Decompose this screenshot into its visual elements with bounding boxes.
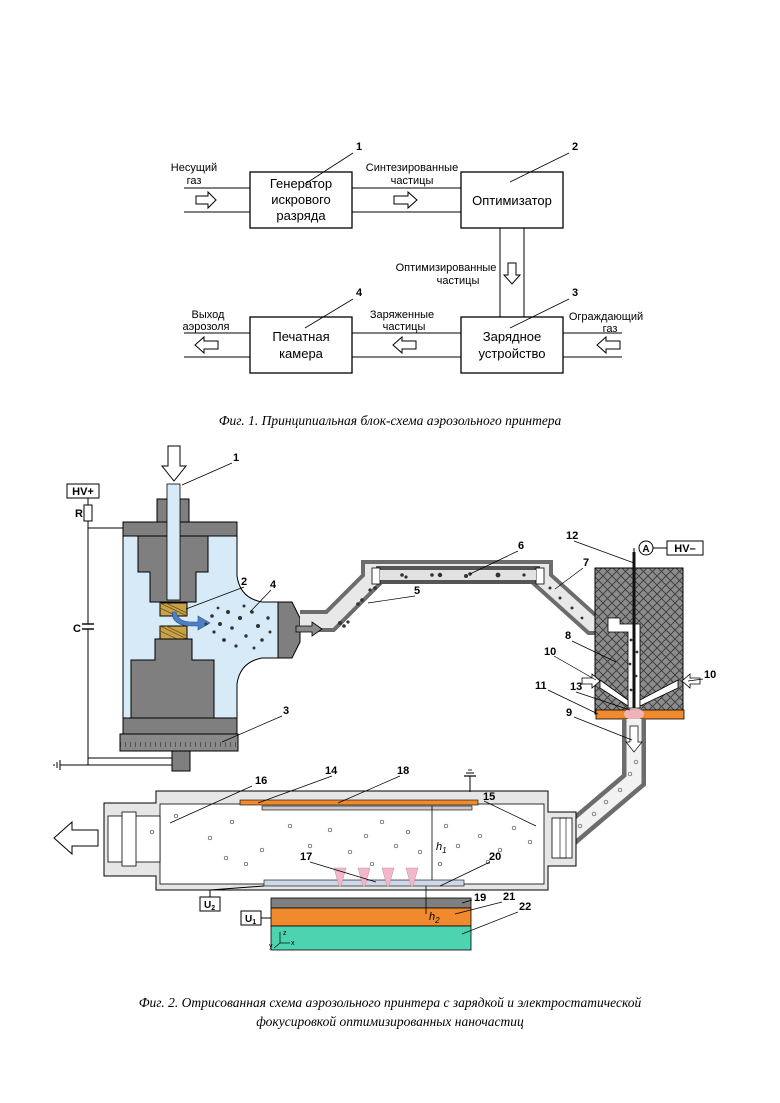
callout-7: 7 bbox=[583, 557, 589, 569]
label-aerosol-out-1: Выход bbox=[192, 309, 225, 321]
callout-6: 6 bbox=[518, 540, 524, 552]
block-charger-line1: Зарядное bbox=[483, 329, 541, 344]
label-optimized-2: частицы bbox=[437, 275, 480, 287]
block-1-number: 1 bbox=[356, 141, 362, 153]
stage-22 bbox=[271, 926, 471, 950]
callout-16: 16 bbox=[255, 775, 267, 787]
figure-2-caption-line1: Фиг. 2. Отрисованная схема аэрозольного … bbox=[139, 995, 642, 1010]
arrow-guard-gas bbox=[597, 337, 620, 353]
callout-14: 14 bbox=[325, 765, 338, 777]
block-charger-line2: устройство bbox=[479, 346, 546, 361]
optimizer-tube bbox=[296, 566, 632, 686]
figure-1-caption: Фиг. 1. Принципиальная блок-схема аэрозо… bbox=[219, 413, 562, 428]
label-charged-1: Заряженные bbox=[370, 309, 434, 321]
axis-z-label: z bbox=[283, 930, 287, 937]
callout-10b: 10 bbox=[704, 669, 716, 681]
guard-gas-arrow-right bbox=[682, 674, 700, 688]
arrow-optimized bbox=[504, 263, 520, 284]
block-print-chamber-line2: камера bbox=[279, 346, 324, 361]
corona-glow bbox=[624, 708, 644, 720]
substrate-19 bbox=[271, 898, 471, 908]
callout-12: 12 bbox=[566, 530, 578, 542]
spark-generator bbox=[120, 446, 300, 771]
callout-22: 22 bbox=[519, 901, 531, 913]
hv-plus-label: HV+ bbox=[72, 486, 94, 498]
micrometer-base bbox=[120, 734, 238, 751]
callout-3: 3 bbox=[283, 705, 289, 717]
callout-9: 9 bbox=[566, 707, 572, 719]
block-4-number: 4 bbox=[356, 287, 363, 299]
label-synthesized-1: Синтезированные bbox=[366, 162, 458, 174]
figure-2-caption-line2: фокусировкой оптимизированных наночастиц bbox=[256, 1014, 524, 1029]
label-guard-gas-2: газ bbox=[603, 323, 618, 335]
callout-2: 2 bbox=[241, 576, 247, 588]
label-guard-gas-1: Ограждающий bbox=[569, 311, 643, 323]
callout-11: 11 bbox=[535, 680, 547, 692]
block-spark-generator-line2: искрового bbox=[271, 192, 331, 207]
arrow-charged bbox=[393, 337, 416, 353]
block-spark-generator: Генератор искрового разряда 1 bbox=[250, 141, 362, 228]
gas-inlet-arrow bbox=[162, 446, 186, 481]
block-optimizer-line1: Оптимизатор bbox=[472, 193, 552, 208]
label-aerosol-out-2: аэрозоля bbox=[182, 321, 229, 333]
label-carrier-gas-2: газ bbox=[187, 175, 202, 187]
aerosol-exit-arrow bbox=[54, 822, 98, 854]
block-spark-generator-line3: разряда bbox=[276, 208, 326, 223]
callout-15: 15 bbox=[483, 791, 495, 803]
arrow-synthesized bbox=[394, 192, 417, 208]
callout-20: 20 bbox=[489, 851, 501, 863]
callout-10a: 10 bbox=[544, 646, 556, 658]
callout-13: 13 bbox=[570, 681, 582, 693]
callout-1: 1 bbox=[233, 452, 239, 464]
block-2-number: 2 bbox=[572, 141, 578, 153]
callout-8: 8 bbox=[565, 630, 571, 642]
callout-19: 19 bbox=[474, 892, 486, 904]
callout-4: 4 bbox=[270, 579, 277, 591]
heater-21 bbox=[271, 908, 471, 926]
label-synthesized-2: частицы bbox=[391, 175, 434, 187]
block-optimizer: Оптимизатор 2 bbox=[461, 141, 578, 228]
callout-18: 18 bbox=[397, 765, 409, 777]
arrow-aerosol-out bbox=[195, 337, 218, 353]
block-3-number: 3 bbox=[572, 287, 578, 299]
axis-x-label: x bbox=[291, 940, 295, 947]
figure-2-scheme: HV+ R C bbox=[54, 446, 716, 1029]
axis-y-label: y bbox=[269, 943, 273, 950]
capacitor-label: C bbox=[73, 623, 81, 635]
charging-device: A HV– bbox=[582, 541, 703, 720]
top-electrode-plate bbox=[240, 800, 478, 805]
label-optimized-1: Оптимизированные bbox=[396, 262, 497, 274]
block-print-chamber: Печатная камера 4 bbox=[250, 287, 363, 373]
print-chamber: h1 bbox=[54, 770, 576, 890]
callout-5: 5 bbox=[414, 585, 420, 597]
ammeter-label: A bbox=[642, 544, 649, 555]
callout-21: 21 bbox=[503, 891, 515, 903]
block-charger: Зарядное устройство 3 bbox=[461, 287, 578, 373]
arrow-carrier-gas bbox=[196, 192, 216, 208]
figure-1-block-diagram: Генератор искрового разряда 1 Оптимизато… bbox=[171, 141, 643, 428]
substrate-stack: h2 z x y U1 U2 bbox=[200, 886, 471, 950]
hv-minus-label: HV– bbox=[674, 543, 695, 555]
block-print-chamber-line1: Печатная bbox=[272, 329, 329, 344]
callout-17: 17 bbox=[300, 851, 312, 863]
label-charged-2: частицы bbox=[383, 321, 426, 333]
ground-icon bbox=[54, 760, 60, 770]
label-carrier-gas-1: Несущий bbox=[171, 162, 217, 174]
resistor bbox=[84, 505, 92, 521]
block-spark-generator-line1: Генератор bbox=[270, 176, 332, 191]
resistor-label: R bbox=[75, 508, 83, 520]
